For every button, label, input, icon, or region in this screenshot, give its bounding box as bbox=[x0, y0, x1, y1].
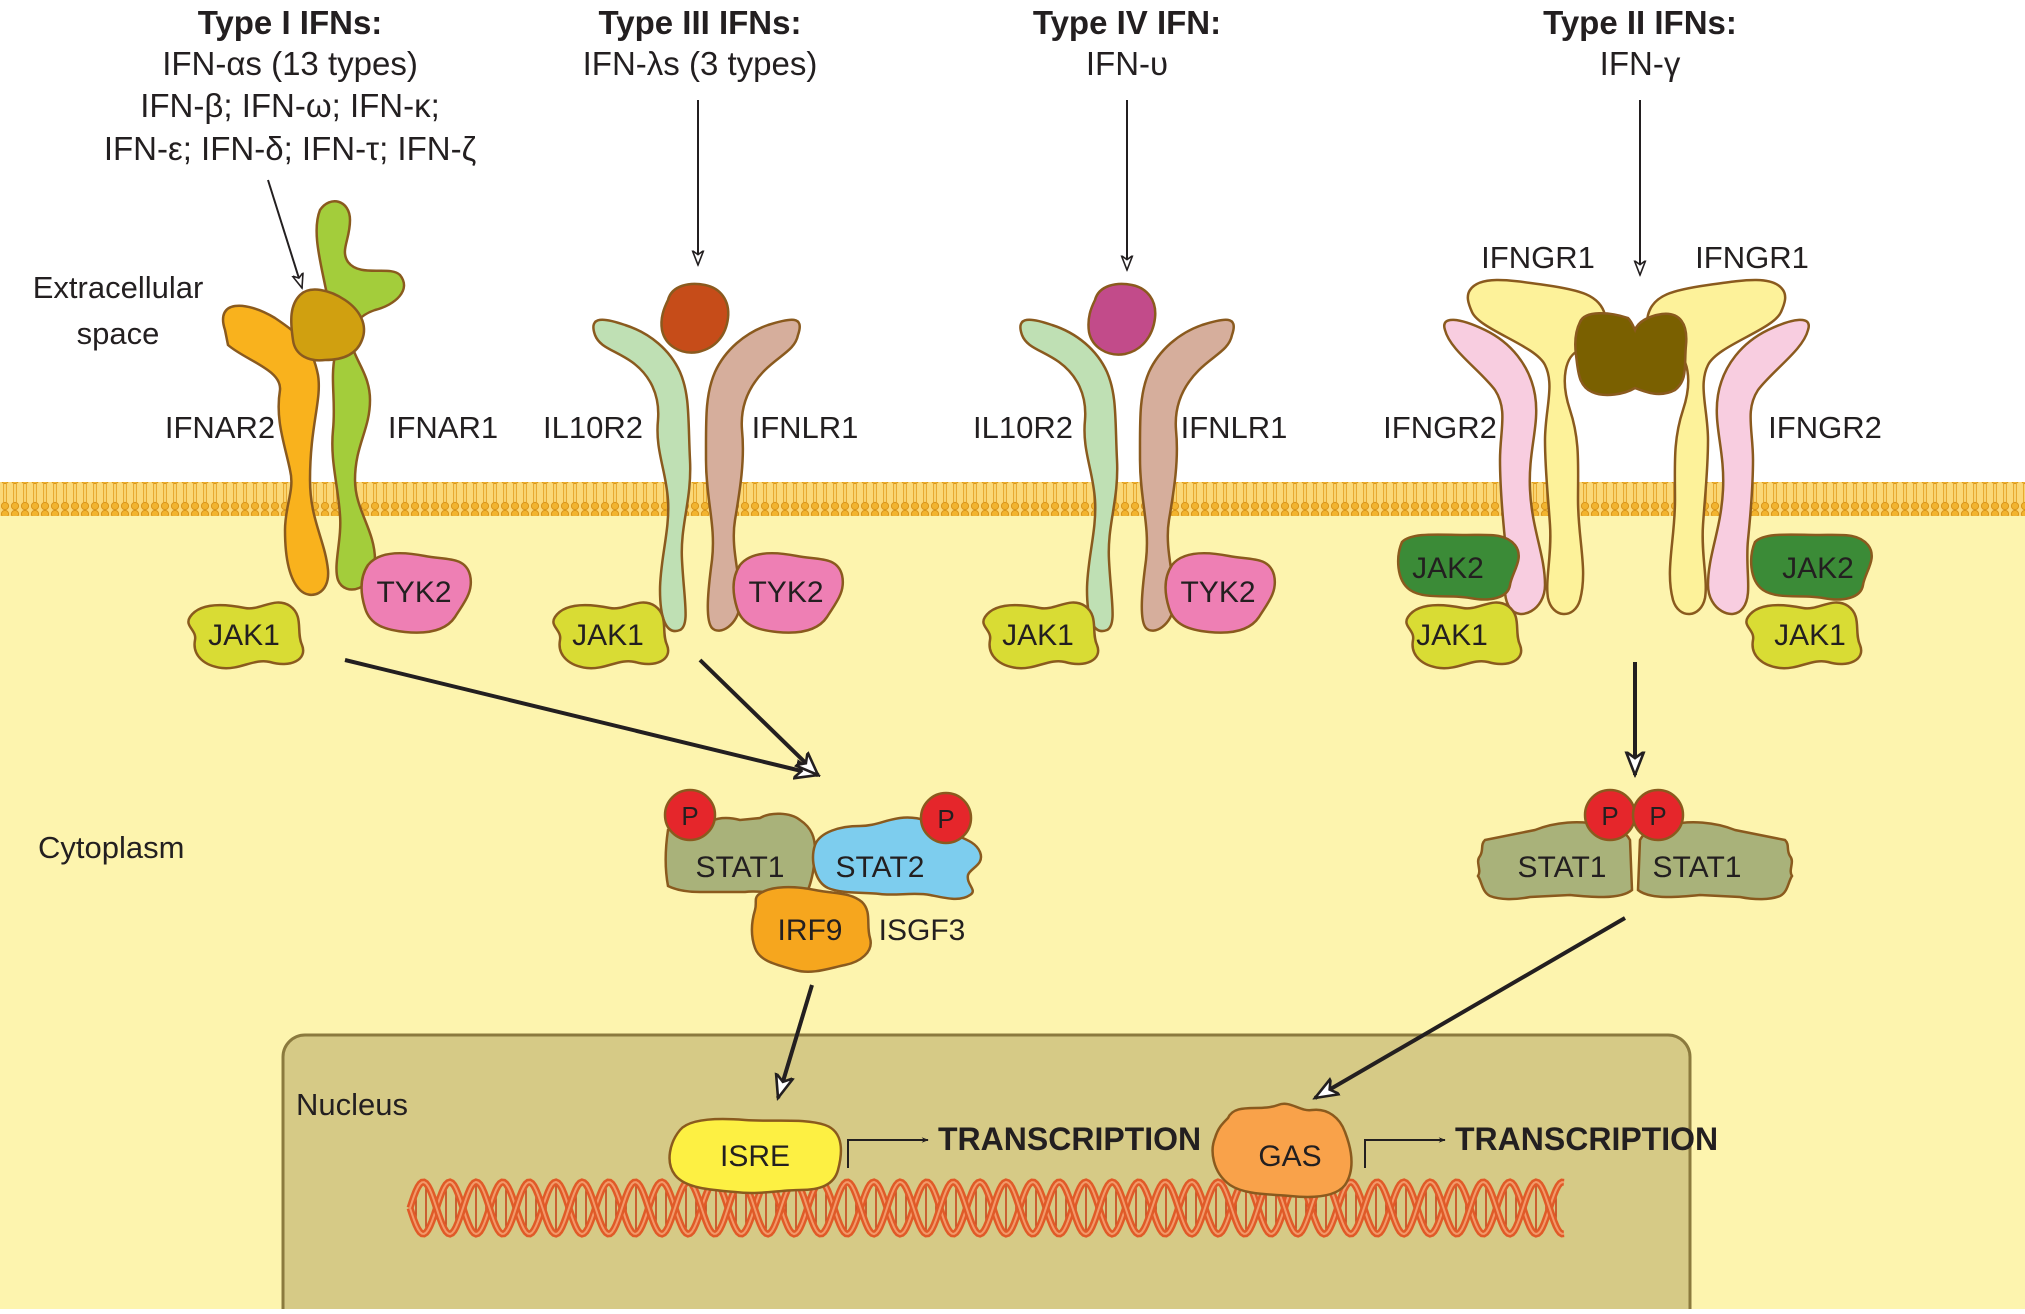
stat1-label: STAT1 bbox=[696, 851, 785, 884]
type1-to-isgf3-arrow bbox=[344, 658, 818, 775]
jak1-label: JAK1 bbox=[1774, 619, 1846, 652]
isre-transcription-arrow bbox=[847, 1137, 929, 1168]
type1-header: Type I IFNs: bbox=[198, 4, 383, 41]
ifnlr1-receptor bbox=[1138, 318, 1235, 632]
isgf3-label: ISGF3 bbox=[879, 914, 966, 947]
ifngr2-left-label: IFNGR2 bbox=[1383, 410, 1497, 445]
dna-strand-highlight bbox=[409, 1180, 1565, 1236]
jak2-kinase bbox=[1396, 533, 1520, 601]
transcription-label: TRANSCRIPTION bbox=[1455, 1121, 1718, 1157]
type1-ifn-ligand bbox=[290, 288, 366, 362]
type1-ligand-arrow bbox=[267, 179, 302, 288]
type3-to-isgf3-arrow bbox=[698, 658, 818, 775]
type3-ligand-label: IFN-λs (3 types) bbox=[583, 45, 818, 82]
tyk2-label: TYK2 bbox=[376, 576, 451, 609]
type3-receptor-complex: IL10R2 IFNLR1 JAK1 TYK2 bbox=[543, 282, 859, 670]
isre-label: ISRE bbox=[720, 1140, 790, 1173]
stat1-label: STAT1 bbox=[1653, 851, 1742, 884]
dna-strand-highlight bbox=[409, 1180, 1565, 1236]
type1-ligand-line-3: IFN-ε; IFN-δ; IFN-τ; IFN-ζ bbox=[104, 130, 476, 167]
ifnlr1-label: IFNLR1 bbox=[1181, 410, 1288, 445]
phosphate-stat1 bbox=[663, 788, 717, 842]
jak1-kinase bbox=[1745, 601, 1863, 670]
ifnlr1-label: IFNLR1 bbox=[752, 410, 859, 445]
type4-receptor-complex: IL10R2 IFNLR1 JAK1 TYK2 bbox=[973, 282, 1288, 670]
isgf3-complex: P P STAT1 STAT2 IRF9 ISGF3 bbox=[663, 788, 983, 973]
gas-transcription-arrow bbox=[1364, 1137, 1446, 1168]
ifnlr1-receptor bbox=[704, 318, 801, 632]
ifngr1-right-label: IFNGR1 bbox=[1695, 240, 1809, 275]
type2-header: Type II IFNs: bbox=[1543, 4, 1737, 41]
ifngr1-left-label: IFNGR1 bbox=[1481, 240, 1595, 275]
jak1-kinase bbox=[552, 601, 670, 670]
gas-label: GAS bbox=[1258, 1140, 1321, 1173]
il10r2-receptor bbox=[592, 318, 692, 633]
type1-ligand-line-1: IFN-αs (13 types) bbox=[162, 45, 418, 82]
stat1-dimer-to-gas-arrow bbox=[1315, 916, 1627, 1098]
type4-header: Type IV IFN: bbox=[1033, 4, 1221, 41]
ifngr2-receptor bbox=[1706, 318, 1810, 616]
type4-ifn-ligand bbox=[1087, 282, 1157, 356]
jak1-label: JAK1 bbox=[572, 619, 644, 652]
stat1-homodimer: P P STAT1 STAT1 bbox=[1476, 788, 1794, 901]
jak2-label: JAK2 bbox=[1412, 552, 1484, 585]
il10r2-receptor bbox=[1019, 318, 1119, 633]
nucleus-label: Nucleus bbox=[296, 1087, 408, 1122]
il10r2-label: IL10R2 bbox=[973, 410, 1073, 445]
phosphate-label: P bbox=[1601, 801, 1618, 831]
jak1-kinase bbox=[982, 601, 1100, 670]
jak1-label: JAK1 bbox=[208, 619, 280, 652]
extracellular-label-line-2: space bbox=[77, 316, 160, 351]
phosphate-label: P bbox=[937, 804, 954, 834]
gas-element: GAS TRANSCRIPTION bbox=[1211, 1102, 1718, 1199]
tyk2-label: TYK2 bbox=[1180, 576, 1255, 609]
jak1-label: JAK1 bbox=[1416, 619, 1488, 652]
phosphate-stat1 bbox=[1631, 788, 1685, 842]
il10r2-label: IL10R2 bbox=[543, 410, 643, 445]
tyk2-kinase bbox=[1164, 551, 1277, 634]
isgf3-to-isre-arrow bbox=[778, 984, 814, 1098]
type1-receptor-complex: IFNAR2 IFNAR1 JAK1 TYK2 bbox=[165, 200, 498, 670]
isre-response-element bbox=[668, 1117, 843, 1195]
nucleus-region bbox=[281, 1033, 1692, 1314]
jak2-kinase bbox=[1749, 533, 1873, 601]
jak1-label: JAK1 bbox=[1002, 619, 1074, 652]
type3-ifn-ligand bbox=[660, 282, 730, 354]
irf9-protein bbox=[750, 885, 872, 973]
type2-ifn-ligand bbox=[1573, 312, 1688, 397]
tyk2-kinase bbox=[360, 551, 473, 634]
jak1-kinase bbox=[187, 601, 305, 670]
type4-ligand-label: IFN-υ bbox=[1086, 45, 1168, 82]
ifngr2-right-label: IFNGR2 bbox=[1768, 410, 1882, 445]
ifngr1-receptor bbox=[1645, 278, 1787, 616]
type1-ligand-line-2: IFN-β; IFN-ω; IFN-κ; bbox=[140, 87, 440, 124]
extracellular-label-line-1: Extracellular bbox=[33, 270, 204, 305]
gas-response-element bbox=[1211, 1102, 1353, 1199]
type2-receptor-complex: IFNGR1 IFNGR1 IFNGR2 IFNGR2 JAK2 JAK1 JA… bbox=[1383, 240, 1882, 670]
type2-ligand-label: IFN-γ bbox=[1600, 45, 1681, 82]
isre-element: ISRE TRANSCRIPTION bbox=[668, 1117, 1201, 1195]
phosphate-label: P bbox=[681, 801, 698, 831]
tyk2-label: TYK2 bbox=[748, 576, 823, 609]
jak1-kinase bbox=[1405, 601, 1523, 670]
cytoplasm-label: Cytoplasm bbox=[38, 830, 184, 865]
jak2-label: JAK2 bbox=[1782, 552, 1854, 585]
stat1-label: STAT1 bbox=[1518, 851, 1607, 884]
phosphate-label: P bbox=[1649, 801, 1666, 831]
ifnar1-label: IFNAR1 bbox=[388, 410, 498, 445]
stat2-label: STAT2 bbox=[836, 851, 925, 884]
ifnar2-label: IFNAR2 bbox=[165, 410, 275, 445]
dna-double-helix bbox=[406, 1178, 1565, 1238]
ifngr2-receptor bbox=[1443, 318, 1547, 616]
type3-header: Type III IFNs: bbox=[599, 4, 802, 41]
phosphate-stat2 bbox=[919, 791, 973, 845]
irf9-label: IRF9 bbox=[777, 914, 842, 947]
transcription-label: TRANSCRIPTION bbox=[938, 1121, 1201, 1157]
tyk2-kinase bbox=[732, 551, 845, 634]
